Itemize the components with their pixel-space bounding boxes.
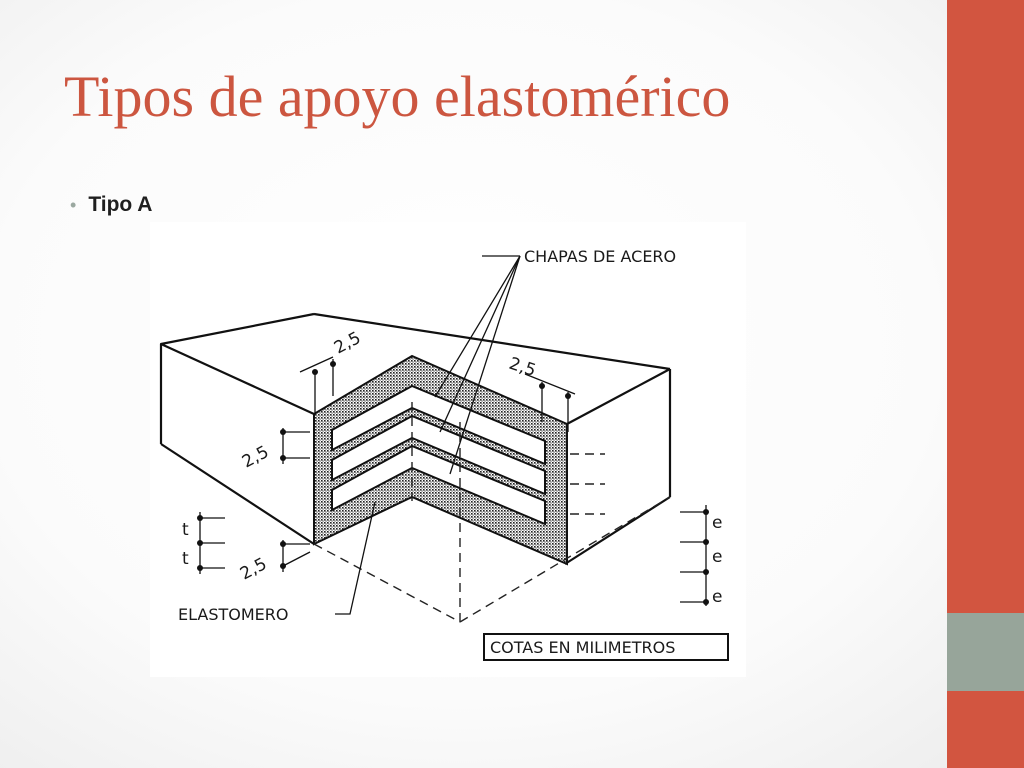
dim-t-lower: t <box>182 549 189 569</box>
bullet-dot-icon: • <box>70 195 77 215</box>
dim-e-1: e <box>712 513 722 533</box>
bullet-text: Tipo A <box>88 193 153 216</box>
dim-e-2: e <box>712 547 722 567</box>
dimension-lines <box>199 255 707 615</box>
decorative-sidebar-top <box>947 0 1024 613</box>
bearing-diagram: CHAPAS DE ACERO ELASTOMERO COTAS EN MILI… <box>150 222 746 677</box>
decorative-sidebar-middle <box>947 613 1024 691</box>
dim-e-3: e <box>712 587 722 607</box>
dimension-marks <box>197 361 709 605</box>
bullet-item: • Tipo A <box>70 192 152 218</box>
decorative-sidebar-bottom <box>947 691 1024 768</box>
hidden-edges <box>313 402 671 623</box>
label-steel-plates: CHAPAS DE ACERO <box>524 247 676 266</box>
slide-title: Tipos de apoyo elastomérico <box>64 64 731 129</box>
label-units: COTAS EN MILIMETROS <box>490 638 675 657</box>
steel-plates <box>331 384 546 526</box>
label-elastomer: ELASTOMERO <box>178 605 288 624</box>
dim-t-upper: t <box>182 520 189 540</box>
units-box <box>483 633 729 661</box>
